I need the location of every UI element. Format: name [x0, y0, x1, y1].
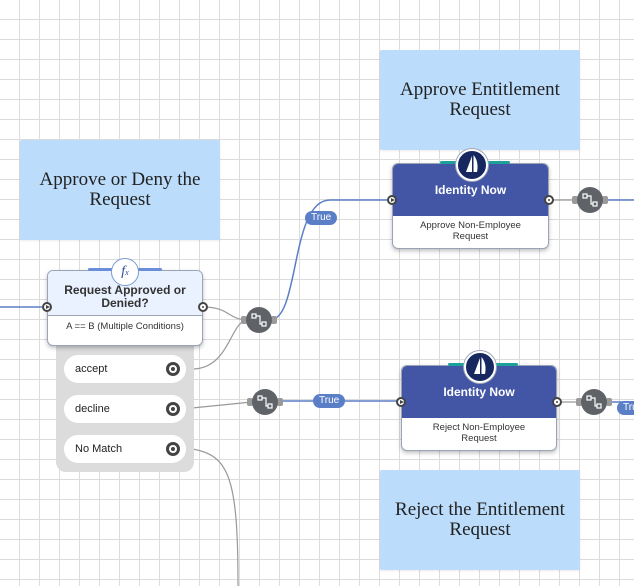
- note-reject-entitlement[interactable]: Reject the Entitlement Request: [380, 470, 580, 570]
- connector-stub: [602, 196, 608, 204]
- identity-now-approve-node[interactable]: Identity Now Approve Non-Employee Reques…: [387, 163, 554, 249]
- connector-stub: [241, 316, 247, 324]
- branch-label: decline: [75, 403, 110, 415]
- branch-connector-icon[interactable]: [246, 307, 272, 333]
- output-port[interactable]: [544, 195, 554, 205]
- branch-label: accept: [75, 363, 108, 375]
- sailpoint-logo-icon: [456, 149, 488, 181]
- branch-connector-icon[interactable]: [252, 389, 278, 415]
- output-port[interactable]: [198, 302, 208, 312]
- input-port[interactable]: [396, 397, 406, 407]
- identity-node-subtitle: Reject Non-Employee Request: [432, 422, 526, 444]
- connector-stub: [606, 398, 612, 406]
- branch-no-match[interactable]: No Match: [64, 435, 186, 463]
- note-text: Reject the Entitlement Request: [395, 499, 565, 540]
- branch-connector-icon[interactable]: [581, 389, 607, 415]
- condition-node-subtitle: A == B (Multiple Conditions): [66, 321, 184, 332]
- branch-decline[interactable]: decline: [64, 395, 186, 423]
- connector-stub: [247, 398, 253, 406]
- branch-accept[interactable]: accept: [64, 355, 186, 383]
- input-port[interactable]: [42, 302, 52, 312]
- edge-label-true[interactable]: Tru: [617, 401, 634, 415]
- note-approve-or-deny[interactable]: Approve or Deny the Request: [20, 140, 220, 240]
- branch-output-port[interactable]: [166, 442, 180, 456]
- note-text: Approve or Deny the Request: [39, 169, 201, 210]
- branch-connector-icon[interactable]: [577, 187, 603, 213]
- connector-stub: [576, 398, 582, 406]
- identity-node-title: Identity Now: [434, 183, 507, 197]
- edge-label-true[interactable]: True: [313, 394, 346, 408]
- connector-stub: [271, 316, 277, 324]
- output-port[interactable]: [552, 397, 562, 407]
- identity-node-title: Identity Now: [443, 385, 515, 399]
- input-port[interactable]: [387, 195, 397, 205]
- note-text: Approve Entitlement Request: [400, 79, 560, 120]
- condition-branches-panel: accept decline No Match: [56, 344, 194, 472]
- branch-label: No Match: [75, 443, 123, 455]
- connector-stub: [277, 398, 283, 406]
- condition-node-title: Request Approved or Denied?: [64, 283, 186, 310]
- note-approve-entitlement[interactable]: Approve Entitlement Request: [380, 50, 580, 150]
- branch-output-port[interactable]: [166, 362, 180, 376]
- identity-node-subtitle: Approve Non-Employee Request: [420, 220, 521, 242]
- connector-stub: [572, 196, 578, 204]
- branch-output-port[interactable]: [166, 402, 180, 416]
- identity-now-reject-node[interactable]: Identity Now Reject Non-Employee Request: [396, 365, 562, 451]
- sailpoint-logo-icon: [464, 351, 496, 383]
- edge-label-true[interactable]: True: [305, 211, 338, 225]
